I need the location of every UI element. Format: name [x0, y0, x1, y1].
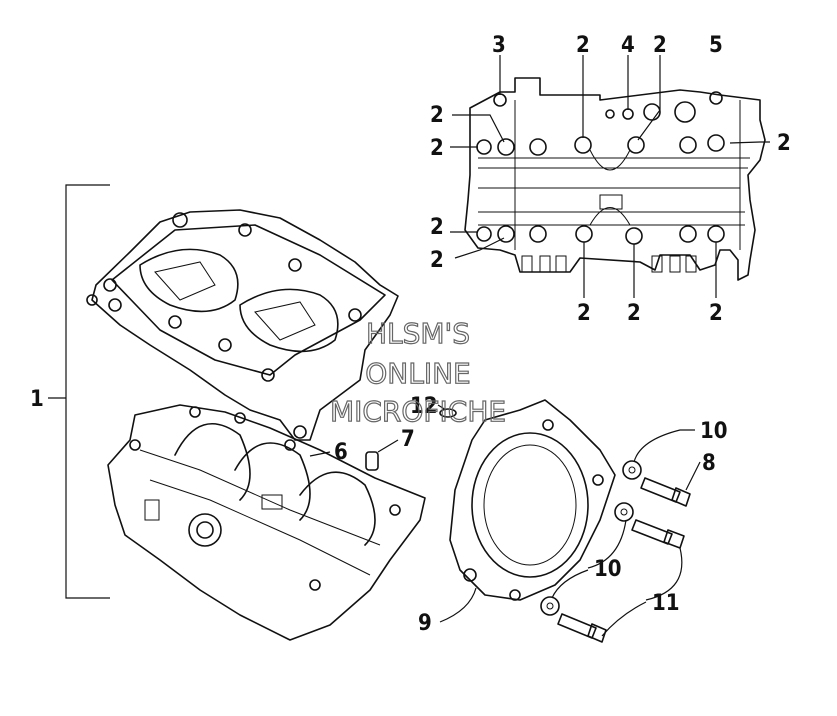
- callout-2-bottom-c: 2: [709, 301, 723, 326]
- washer-upper: [622, 460, 642, 480]
- callout-2-bottom-b: 2: [627, 301, 641, 326]
- callout-2-left-b: 2: [430, 136, 444, 161]
- callout-10-upper: 10: [700, 419, 728, 444]
- callout-2-top-a: 2: [576, 33, 590, 58]
- bolt-11-lower: [557, 613, 607, 643]
- callout-10-lower: 10: [594, 557, 622, 582]
- callout-9: 9: [418, 611, 432, 636]
- leader-lines: [48, 55, 770, 637]
- watermark-line-1: HLSM'S: [366, 317, 470, 350]
- crankcase-top-view: [464, 77, 766, 281]
- bolt-8: [640, 477, 691, 507]
- callout-2-bottom-a: 2: [577, 301, 591, 326]
- callout-5: 5: [709, 33, 723, 58]
- callout-12: 12: [410, 394, 438, 419]
- upper-crankcase-half: [86, 209, 399, 441]
- callout-2-left-d: 2: [430, 248, 444, 273]
- watermark-line-3: MICROFICHE: [330, 395, 506, 428]
- callout-2-left-a: 2: [430, 103, 444, 128]
- callout-6: 6: [334, 440, 348, 465]
- callout-labels: 1 3 2 4 2 5 2 2 2 2 2 2 2 2 12 6 7 10 8 …: [30, 33, 791, 636]
- callout-7: 7: [401, 427, 415, 452]
- pin-12: [439, 408, 457, 418]
- bolt-11-upper: [631, 519, 685, 549]
- callout-11: 11: [652, 591, 680, 616]
- callout-2-top-b: 2: [653, 33, 667, 58]
- lower-crankcase-half: [107, 404, 426, 641]
- callout-2-left-c: 2: [430, 215, 444, 240]
- callout-4: 4: [621, 33, 635, 58]
- callout-2-right: 2: [777, 131, 791, 156]
- dowel-pin: [365, 451, 379, 471]
- watermark-line-2: ONLINE: [365, 357, 470, 390]
- callout-3: 3: [492, 33, 506, 58]
- callout-1: 1: [30, 387, 44, 412]
- bearing-housing: [449, 399, 616, 601]
- watermark: HLSM'S ONLINE MICROFICHE: [329, 316, 506, 428]
- callout-8: 8: [702, 451, 716, 476]
- washer-lower: [540, 596, 560, 616]
- washer-middle: [614, 502, 634, 522]
